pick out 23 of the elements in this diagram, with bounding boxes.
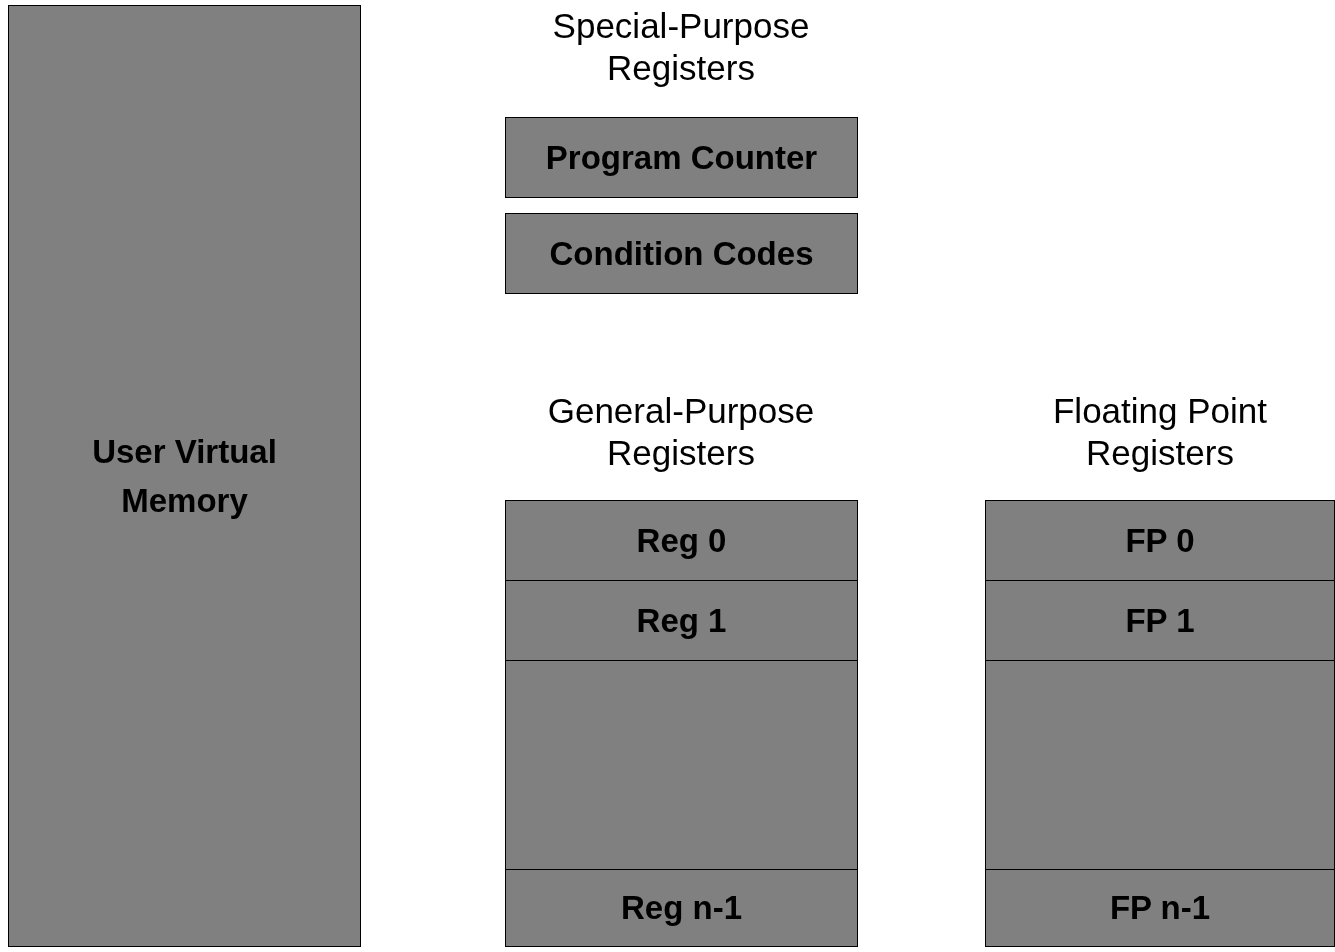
register-name: Reg 0 (636, 520, 727, 561)
register-box (505, 117, 858, 198)
register-box (505, 213, 858, 294)
group-heading: Floating Point Registers (1052, 390, 1268, 474)
register-name: FP 1 (1125, 600, 1195, 641)
register-cell (505, 500, 858, 581)
memory-block (8, 5, 361, 947)
register-name: Reg 1 (636, 600, 727, 641)
register-cell (985, 869, 1335, 947)
register-cell (505, 580, 858, 661)
register-cell (505, 869, 858, 947)
register-name: FP n-1 (1109, 888, 1211, 929)
register-name: Program Counter (545, 137, 818, 178)
register-name: Reg n-1 (621, 888, 742, 929)
register-cell (985, 580, 1335, 661)
group-heading: General-Purpose Registers (546, 390, 816, 474)
register-name: FP 0 (1125, 520, 1195, 561)
register-cell (985, 500, 1335, 581)
register-name: Condition Codes (549, 233, 814, 274)
register-range-box (985, 660, 1335, 870)
register-range-box (505, 660, 858, 870)
group-heading: Special-Purpose Registers (551, 5, 811, 89)
memory-label: User Virtual Memory (91, 431, 278, 521)
